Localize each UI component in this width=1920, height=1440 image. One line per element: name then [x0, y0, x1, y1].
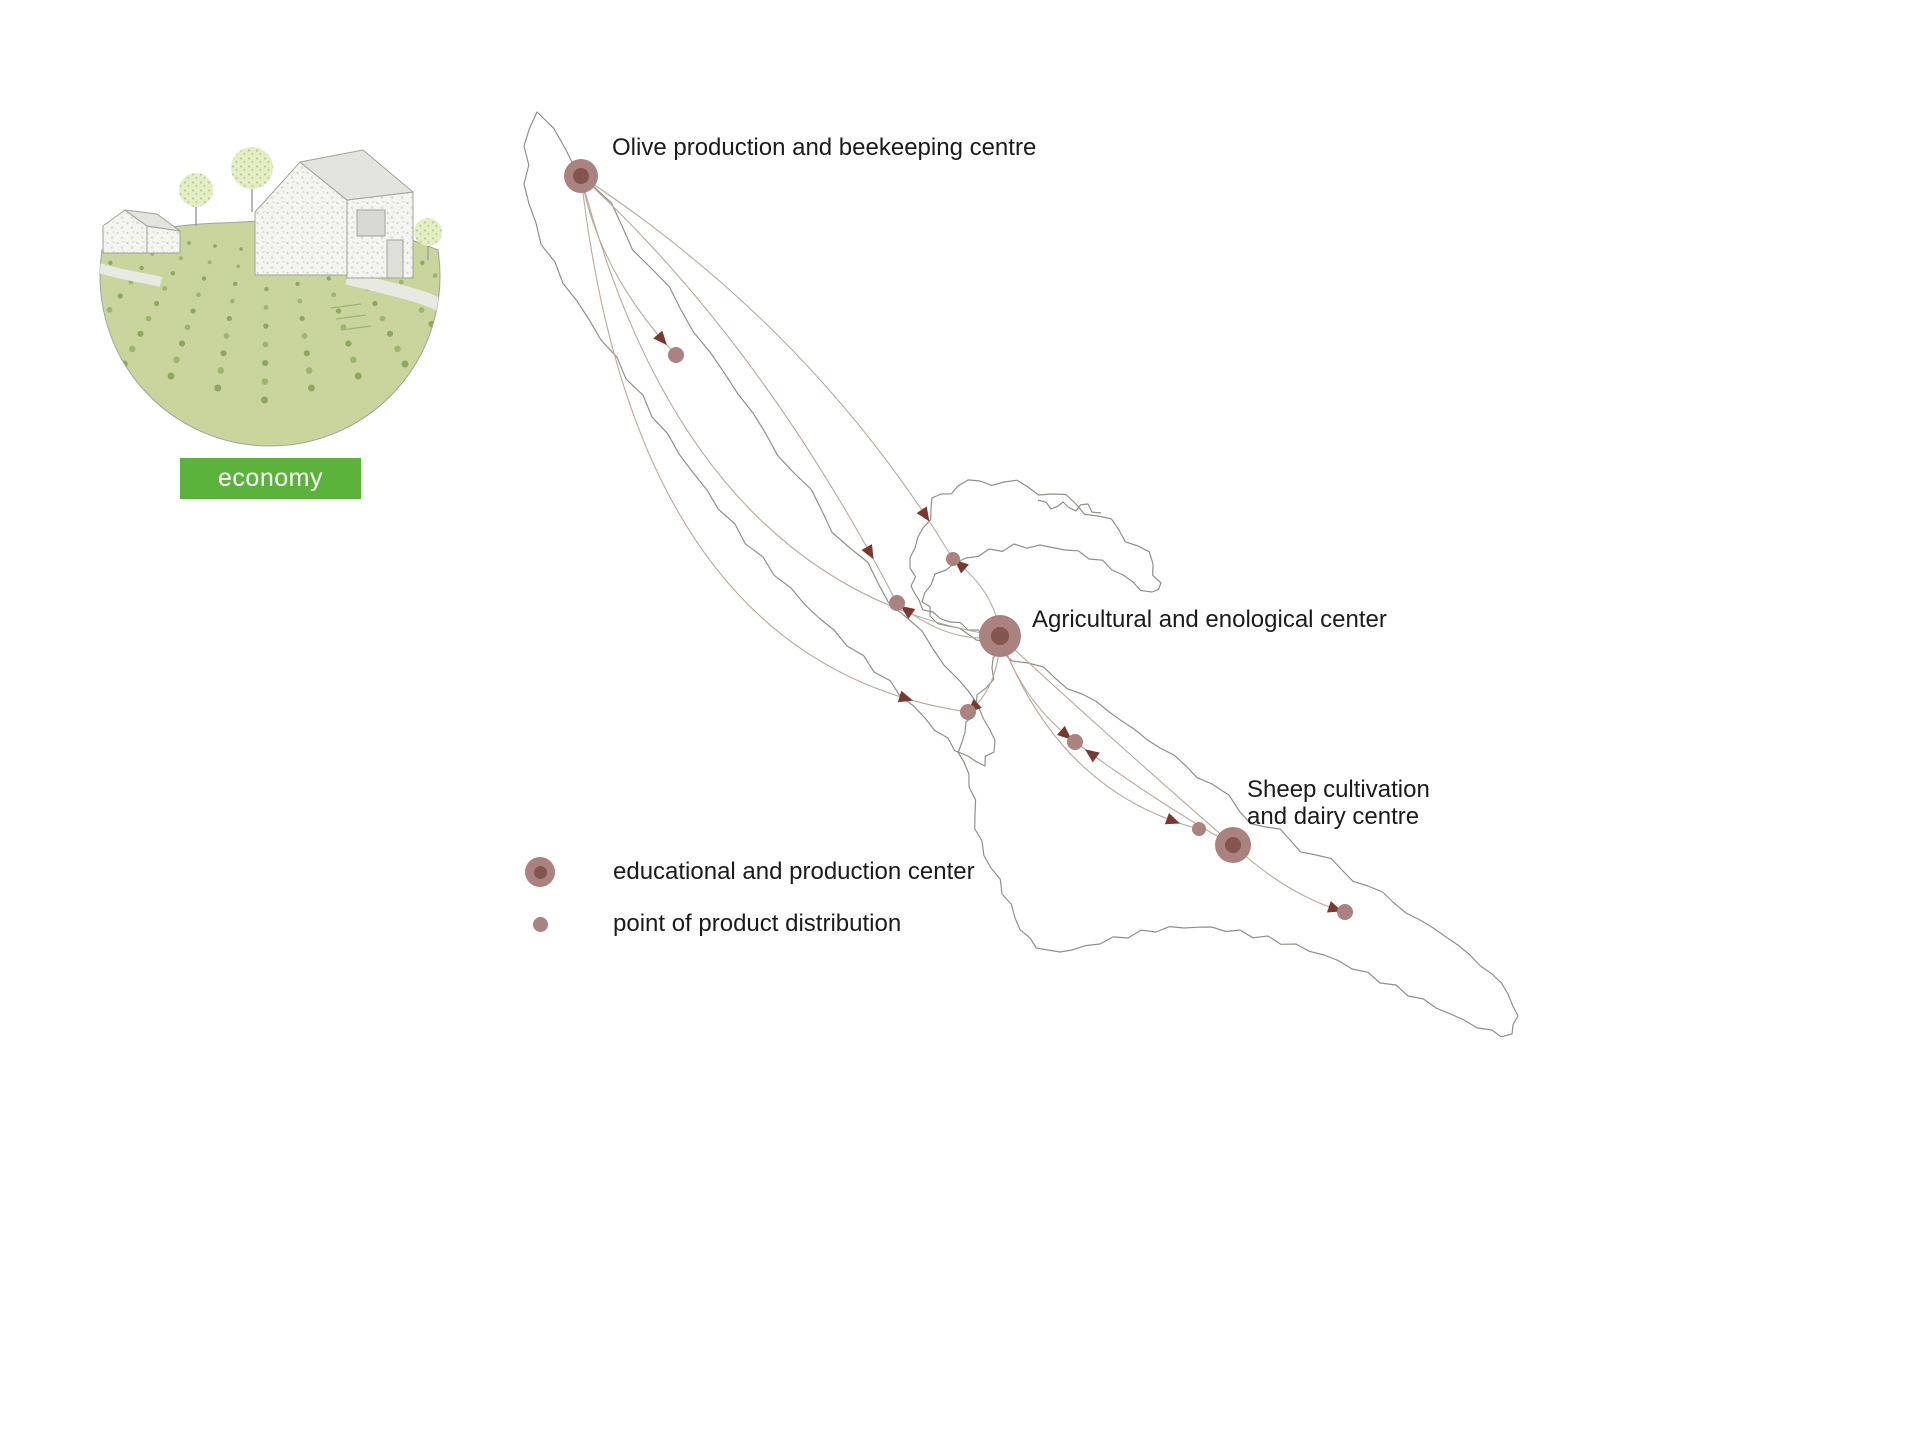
economy-illustration	[99, 147, 442, 447]
legend-item-center: educational and production center	[523, 852, 975, 892]
legend-item-point: point of product distribution	[523, 904, 975, 944]
label-olive-centre: Olive production and beekeeping centre	[612, 134, 1036, 161]
vignette-small-house	[102, 209, 181, 254]
product-distribution-point-icon	[523, 916, 557, 932]
label-sheep-centre-line2: and dairy centre	[1247, 803, 1419, 830]
legend: educational and production center point …	[523, 852, 975, 956]
economy-badge-label: economy	[218, 464, 323, 492]
distribution-routes	[580, 175, 1346, 913]
economy-badge: economy	[180, 458, 361, 499]
label-sheep-centre-line1: Sheep cultivation	[1247, 776, 1430, 803]
vignette-roads	[99, 263, 441, 331]
vignette-big-house	[254, 149, 415, 279]
legend-label-point: point of product distribution	[613, 910, 902, 937]
map-nodes	[564, 159, 1353, 920]
legend-label-center: educational and production center	[613, 858, 975, 885]
label-agricultural-center: Agricultural and enological center	[1032, 606, 1387, 633]
educational-production-center-icon	[523, 857, 557, 887]
island-coastline	[523, 111, 1519, 1038]
vignette-trees	[179, 147, 442, 260]
